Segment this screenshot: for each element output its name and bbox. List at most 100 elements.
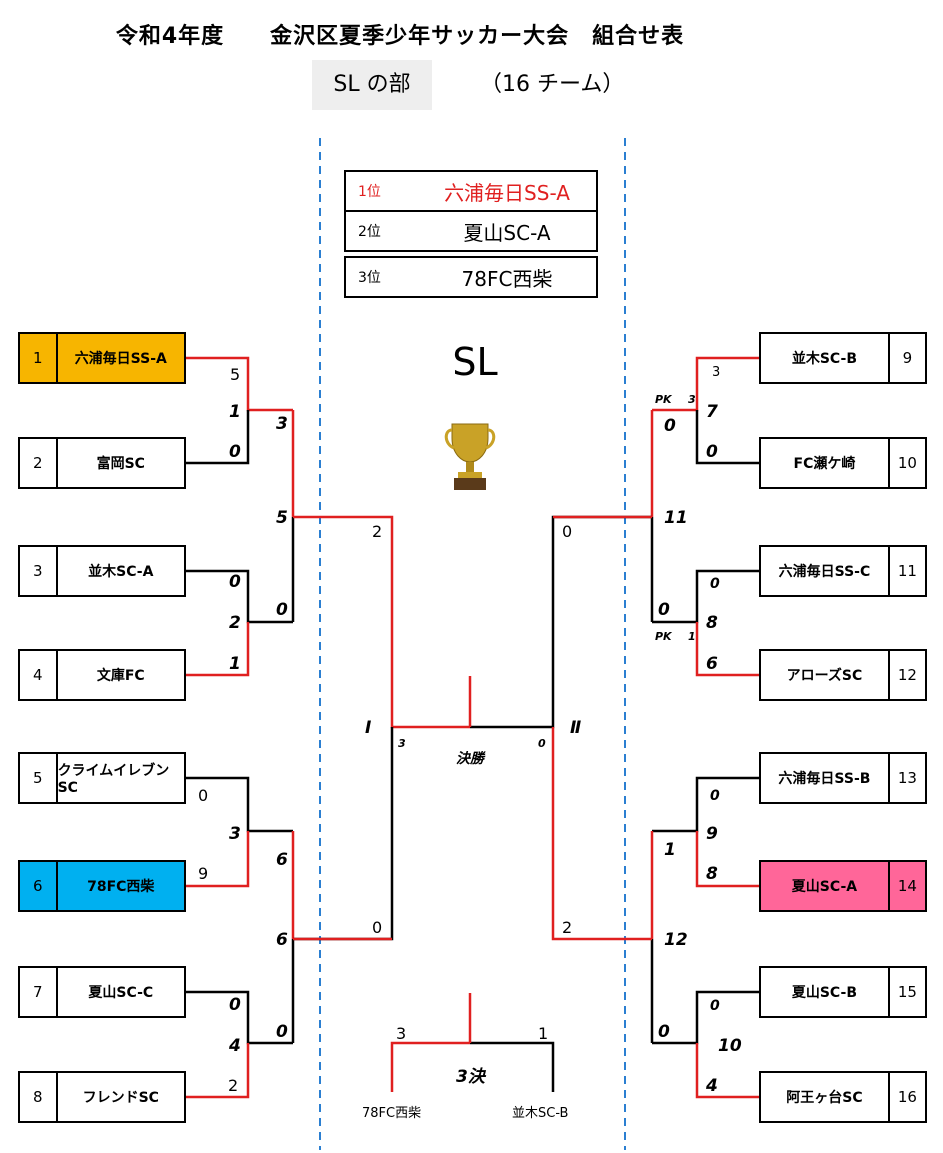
team-box: 六浦毎日SS-C 11: [759, 545, 927, 597]
team-seed: 2: [33, 454, 43, 472]
score: 2: [372, 522, 383, 541]
team-seed: 6: [33, 877, 43, 895]
team-seed: 16: [887, 1073, 925, 1121]
score: 0: [198, 786, 209, 805]
score: 2: [562, 918, 573, 937]
rank-team: 夏山SC-A: [463, 220, 551, 245]
third-place-label: 3決: [456, 1067, 485, 1087]
score: 11: [664, 508, 688, 528]
team-box: 3 並木SC-A: [18, 545, 186, 597]
score: 3: [688, 393, 696, 406]
score: 1: [664, 840, 676, 860]
score: 5: [276, 508, 288, 528]
score: 3: [229, 824, 241, 844]
team-box: アローズSC 12: [759, 649, 927, 701]
score: 1: [229, 402, 241, 422]
page-title: 令和4年度 金沢区夏季少年サッカー大会 組合せ表: [115, 24, 685, 49]
score: 0: [664, 416, 676, 436]
division-label: SL の部: [312, 60, 432, 110]
team-seed: 12: [887, 651, 925, 699]
team-box: 阿王ヶ台SC 16: [759, 1071, 927, 1123]
team-name: 文庫FC: [55, 651, 184, 699]
third-team-left: 78FC西柴: [362, 1106, 422, 1121]
score: 0: [372, 918, 383, 937]
semi-label-right: Ⅱ: [570, 718, 582, 738]
team-name: 阿王ヶ台SC: [786, 1090, 863, 1106]
score: 3: [276, 414, 288, 434]
team-name: 六浦毎日SS-C: [778, 564, 871, 580]
team-seed: 10: [887, 439, 925, 487]
score: 1: [688, 630, 696, 643]
score: 3: [398, 737, 406, 750]
score: 3: [712, 365, 721, 380]
score: 9: [198, 864, 209, 883]
team-seed: 11: [887, 547, 925, 595]
score: 2: [229, 613, 241, 633]
score: 9: [706, 824, 718, 844]
team-box: 1 六浦毎日SS-A: [18, 332, 186, 384]
rank-label: 3位: [358, 270, 381, 286]
score: 8: [706, 613, 718, 633]
team-box: 2 富岡SC: [18, 437, 186, 489]
score: 0: [229, 442, 241, 462]
team-name: アローズSC: [786, 668, 863, 684]
semi-label-left: Ⅰ: [365, 718, 372, 738]
score: 0: [538, 737, 546, 750]
team-name: 夏山SC-C: [55, 968, 184, 1016]
team-name: 六浦毎日SS-A: [55, 334, 184, 382]
result-row-3: 3位 78FC西柴: [344, 256, 598, 298]
score: 0: [276, 1022, 288, 1042]
score: 0: [229, 572, 241, 592]
pk-label: PK: [655, 393, 672, 406]
team-seed: 15: [887, 968, 925, 1016]
team-seed: 14: [887, 862, 925, 910]
team-name: 並木SC-B: [791, 351, 858, 367]
team-seed: 4: [33, 666, 43, 684]
third-team-right: 並木SC-B: [512, 1106, 569, 1121]
score: 3: [396, 1024, 407, 1043]
team-name: 夏山SC-A: [791, 879, 858, 895]
score: 12: [664, 930, 688, 950]
team-seed: 8: [33, 1088, 43, 1106]
score: 4: [706, 1076, 718, 1096]
team-name: FC瀬ケ崎: [793, 456, 856, 472]
team-seed: 1: [33, 349, 43, 367]
result-row-1: 1位 六浦毎日SS-A: [344, 170, 598, 212]
score: 6: [276, 850, 288, 870]
score: 0: [229, 995, 241, 1015]
team-name: 富岡SC: [55, 439, 184, 487]
team-seed: 7: [33, 983, 43, 1001]
team-box: 8 フレンドSC: [18, 1071, 186, 1123]
team-box: 夏山SC-B 15: [759, 966, 927, 1018]
team-box: 夏山SC-A 14: [759, 860, 927, 912]
pk-label: PK: [655, 630, 672, 643]
score: 2: [228, 1076, 239, 1095]
score: 0: [562, 522, 573, 541]
trophy-icon: [444, 423, 496, 490]
team-name: 並木SC-A: [55, 547, 184, 595]
team-name: フレンドSC: [55, 1073, 184, 1121]
score: 0: [658, 600, 670, 620]
team-box: FC瀬ケ崎 10: [759, 437, 927, 489]
score: 10: [718, 1036, 742, 1056]
score: 7: [706, 402, 718, 422]
team-name: 夏山SC-B: [791, 985, 858, 1001]
team-seed: 3: [33, 562, 43, 580]
rank-team: 78FC西柴: [461, 266, 553, 291]
score: 6: [276, 930, 288, 950]
score: 0: [710, 788, 720, 804]
team-box: 7 夏山SC-C: [18, 966, 186, 1018]
score: 6: [706, 654, 718, 674]
rank-label: 2位: [358, 224, 381, 240]
result-row-2: 2位 夏山SC-A: [344, 210, 598, 252]
team-name: クライムイレブンSC: [55, 754, 184, 802]
team-box: 5 クライムイレブンSC: [18, 752, 186, 804]
team-seed: 5: [33, 769, 43, 787]
team-name: 六浦毎日SS-B: [778, 771, 871, 787]
division-heading: SL: [452, 340, 498, 384]
score: 4: [229, 1036, 241, 1056]
